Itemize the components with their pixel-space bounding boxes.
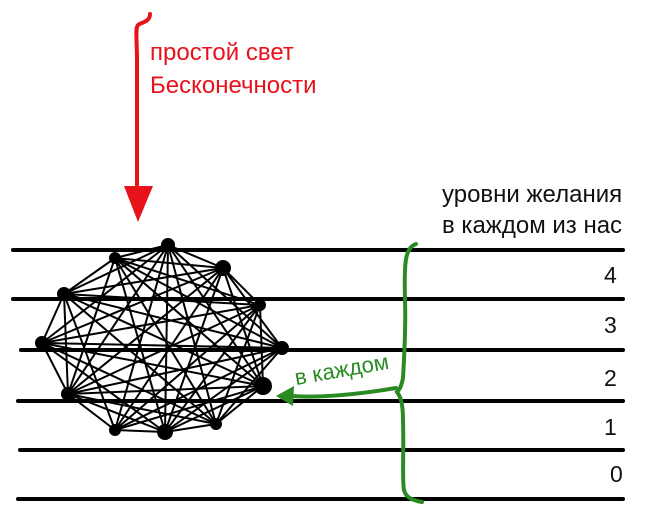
network-edge <box>41 342 166 433</box>
network-edge <box>63 244 169 295</box>
level-number-3: 3 <box>604 312 617 338</box>
network-edge <box>114 267 224 431</box>
each-arrow <box>276 386 398 406</box>
levels-label-line2: в каждом из нас <box>442 212 623 239</box>
network-node <box>109 424 121 436</box>
network-node <box>109 252 121 264</box>
network-edge <box>114 429 166 433</box>
levels-brace <box>394 242 424 504</box>
network-edge <box>222 267 261 306</box>
light-label-line1: простой свет <box>150 39 294 66</box>
network-edge <box>259 304 264 387</box>
network-edge <box>63 257 116 295</box>
network-edge <box>114 244 169 431</box>
network-edge <box>41 304 261 344</box>
network-edge <box>67 347 283 395</box>
light-label-line2: Бесконечности <box>150 72 317 99</box>
network-node <box>215 260 231 276</box>
network-edge <box>41 267 224 344</box>
network-node <box>210 418 222 430</box>
network-edge <box>67 385 264 395</box>
network-edge <box>167 244 264 387</box>
network-edge <box>67 257 116 395</box>
network-edge <box>63 293 217 425</box>
network-edge <box>167 244 224 269</box>
soul-network <box>35 238 289 440</box>
network-node <box>161 238 175 252</box>
network-edge <box>63 267 224 295</box>
network-edge <box>41 342 264 387</box>
network-edge <box>114 244 169 259</box>
network-edge <box>67 304 261 395</box>
network-node <box>61 387 75 401</box>
network-edge <box>41 342 217 425</box>
network-edge <box>63 293 264 387</box>
level-number-1: 1 <box>604 414 617 440</box>
network-node <box>275 341 289 355</box>
level-number-0: 0 <box>610 461 623 487</box>
network-node <box>157 424 173 440</box>
level-number-4: 4 <box>604 262 617 288</box>
network-edge <box>114 257 261 306</box>
network-edge <box>63 293 261 306</box>
network-edge <box>167 244 283 349</box>
network-edge <box>114 385 264 431</box>
network-edge <box>67 393 166 433</box>
network-edge <box>164 423 217 433</box>
network-edge <box>63 293 116 431</box>
network-edge <box>41 342 69 395</box>
network-edge <box>41 342 283 349</box>
network-edge <box>67 393 116 431</box>
network-edge <box>164 385 264 433</box>
network-node <box>57 287 71 301</box>
network-node <box>254 299 266 311</box>
light-arrow <box>124 12 153 222</box>
levels-label-line1: уровни желания <box>442 181 623 208</box>
network-edge <box>215 385 264 425</box>
network-edge <box>41 293 65 344</box>
network-node <box>254 377 272 395</box>
network-node <box>35 336 49 350</box>
level-number-2: 2 <box>604 365 617 391</box>
network-edge <box>114 257 224 269</box>
